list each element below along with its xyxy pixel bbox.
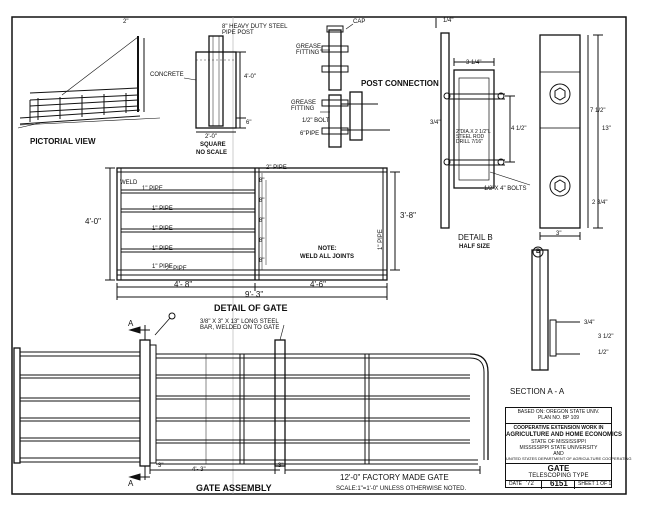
assembly-title: GATE ASSEMBLY bbox=[196, 483, 272, 493]
section-dim-b: 3 1/2" bbox=[598, 334, 614, 340]
plate-top-dim: 7 1/2" bbox=[590, 108, 606, 114]
coop-line-1: COOPERATIVE EXTENSION WORK IN bbox=[513, 425, 604, 431]
spacing-3: 8" bbox=[259, 218, 265, 224]
post-connection-title: POST CONNECTION bbox=[361, 79, 439, 88]
detail-b-subtitle: HALF SIZE bbox=[459, 244, 490, 250]
height-left-dim: 4'-0" bbox=[85, 217, 101, 226]
pipe-1-label-5: 1" PIPE bbox=[152, 264, 173, 270]
gate-type: TELESCOPING TYPE bbox=[528, 473, 589, 479]
note-text: WELD ALL JOINTS bbox=[300, 254, 354, 260]
section-aa-title: SECTION A - A bbox=[510, 387, 565, 396]
assembly-dim-3-right: 3" bbox=[278, 463, 284, 469]
arrow-a-bottom-label: A bbox=[128, 479, 134, 488]
weld-label: WELD bbox=[120, 180, 138, 186]
detail-b-height-dim: 4 1/2" bbox=[511, 126, 527, 132]
gate-detail-title: DETAIL OF GATE bbox=[214, 303, 288, 313]
cap-label: CAP bbox=[353, 19, 366, 25]
and-line: AND bbox=[553, 451, 564, 457]
gate-name: GATE bbox=[547, 464, 570, 473]
detail-b-left-dim: 3/4" bbox=[430, 120, 441, 126]
state-line-1: STATE OF MISSISSIPPI bbox=[531, 439, 586, 445]
steel-rod-label: 2"DIA.X 2 1/2"L STEEL ROD DRILL 7/16" bbox=[456, 129, 491, 145]
scale-label: SCALE:1"=1'-0" UNLESS OTHERWISE NOTED. bbox=[336, 486, 467, 492]
usda-line: UNITED STATES DEPARTMENT OF AGRICULTURE … bbox=[506, 456, 632, 461]
based-on: BASED ON: OREGON STATE UNIV. bbox=[517, 409, 600, 415]
post-bottom-dim: 6" bbox=[246, 120, 252, 126]
bolts-label: 1/2"X 4" BOLTS bbox=[484, 186, 527, 192]
grease-fitting-top-label: GREASE FITTING bbox=[296, 44, 322, 56]
date-value: '72 bbox=[526, 481, 534, 487]
pipe-1-label-1: 1" PIPE bbox=[142, 186, 163, 192]
factory-gate-label: 12'-0" FACTORY MADE GATE bbox=[340, 473, 449, 482]
post-footing bbox=[183, 35, 246, 133]
square-label: SQUARE bbox=[200, 142, 226, 148]
grease-fitting-mid-label: GREASE FITTING bbox=[291, 100, 317, 112]
noscale-label: NO SCALE bbox=[196, 150, 228, 156]
plate-lower-dim: 2 3/4" bbox=[592, 200, 608, 206]
detail-b-top-dim: 1/4" bbox=[443, 18, 454, 24]
plan-no: PLAN NO. BP 109 bbox=[537, 415, 580, 421]
pipe-1-label-3: 1" PIPE bbox=[152, 226, 173, 232]
state-line-2: MISSISSIPPI STATE UNIVERSITY bbox=[519, 445, 598, 451]
date-label: DATE bbox=[509, 481, 522, 487]
concrete-label: CONCRETE bbox=[150, 72, 184, 78]
title-block: BASED ON: OREGON STATE UNIV. PLAN NO. BP… bbox=[505, 407, 632, 489]
width-right-dim: 4'-6" bbox=[310, 280, 326, 289]
arrow-a-top-label: A bbox=[128, 319, 134, 328]
vertical-pipe-label: 1" PIPE bbox=[378, 229, 384, 250]
spacing-2: 8" bbox=[259, 198, 265, 204]
pipe-2-top-label: 2" PIPE bbox=[266, 165, 287, 171]
gate-detail bbox=[105, 167, 400, 300]
pipe-1-label-2: 1" PIPE bbox=[152, 206, 173, 212]
post-label: 8" HEAVY DUTY STEEL PIPE POST bbox=[222, 24, 288, 36]
spacing-4: 8" bbox=[259, 238, 265, 244]
steel-bar-label: 3/8" X 3" X 13" LONG STEEL BAR, WELDED O… bbox=[200, 319, 280, 331]
section-a-a bbox=[531, 246, 580, 371]
coop-line-2: AGRICULTURE AND HOME ECONOMICS bbox=[506, 432, 622, 438]
pictorial-view bbox=[17, 36, 161, 129]
bolt-label: 1/2" BOLT bbox=[302, 118, 330, 124]
gate-assembly bbox=[13, 312, 489, 481]
pipe-label: 6"PIPE bbox=[300, 131, 320, 137]
plan-number: 6151 bbox=[550, 479, 568, 488]
detail-b bbox=[435, 18, 531, 229]
pipe-1-label-4: 1" PIPE bbox=[152, 246, 173, 252]
plate-detail bbox=[539, 34, 603, 240]
assembly-dim-3-left: 3" bbox=[158, 463, 164, 469]
post-width-dim: 2'-0" bbox=[205, 134, 217, 140]
assembly-dim-4-3: 4'- 3" bbox=[192, 467, 206, 473]
height-right-dim: 3'-8" bbox=[400, 211, 416, 220]
plate-total-dim: 13" bbox=[602, 126, 611, 132]
section-dim-a: 3/4" bbox=[584, 320, 595, 326]
plate-bottom-dim: 3" bbox=[556, 231, 562, 237]
spacing-1: 8" bbox=[259, 178, 265, 184]
post-connection-detail bbox=[320, 23, 390, 148]
section-dim-c: 1/2" bbox=[598, 350, 609, 356]
pipe-2-bottom-label: 2" PIPE bbox=[166, 266, 187, 272]
detail-b-width-dim: 3 1/4" bbox=[466, 60, 482, 66]
top-dim-2: 2" bbox=[123, 19, 129, 25]
width-total-dim: 9'- 3" bbox=[245, 290, 264, 299]
post-depth-dim: 4'-0" bbox=[244, 74, 256, 80]
sheet-label: SHEET 1 OF 1 bbox=[578, 481, 612, 487]
pictorial-title: PICTORIAL VIEW bbox=[30, 137, 96, 146]
width-left-dim: 4'- 8" bbox=[174, 280, 193, 289]
spacing-5: 8" bbox=[259, 258, 265, 264]
sheet-border bbox=[11, 16, 627, 495]
section-b-callout: B bbox=[536, 249, 541, 255]
note-title: NOTE: bbox=[318, 246, 337, 252]
detail-b-title: DETAIL B bbox=[458, 233, 493, 242]
